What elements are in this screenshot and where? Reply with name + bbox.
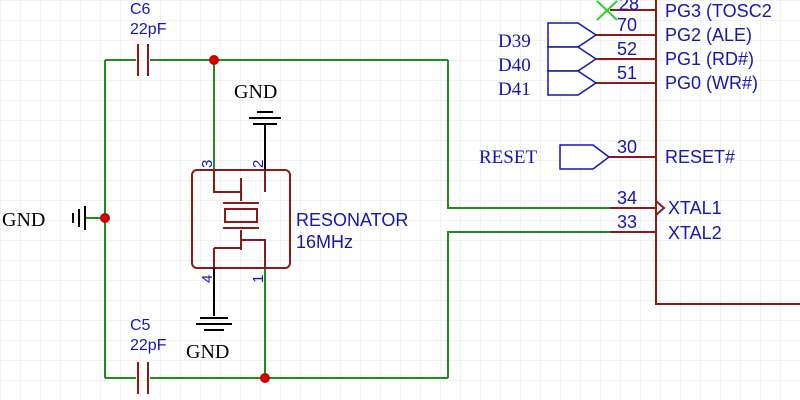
gnd-bottom-label: GND	[186, 341, 229, 363]
resonator-pin-3: 3	[199, 160, 216, 168]
resonator-pin-1: 1	[250, 275, 267, 283]
port-d40[interactable]: D40	[498, 46, 598, 76]
pin-number-28: 28	[619, 0, 639, 14]
pin-name-xtal2: XTAL2	[668, 223, 722, 243]
pin-number-51: 51	[617, 63, 637, 83]
port-d41-label: D41	[498, 79, 531, 100]
gnd-symbol-top[interactable]: GND	[234, 81, 281, 125]
clock-input-arrow	[655, 200, 666, 216]
pin-name-xtal1: XTAL1	[668, 198, 722, 218]
pin-name-pg0: PG0 (WR#)	[665, 73, 758, 93]
pin-name-pg2: PG2 (ALE)	[665, 25, 752, 45]
pin-number-70: 70	[617, 15, 637, 35]
capacitor-c6[interactable]: C6 22pF	[130, 1, 167, 76]
pin-name-reset: RESET#	[665, 147, 735, 167]
junction-dot	[209, 55, 219, 65]
port-reset[interactable]: RESET	[479, 144, 611, 170]
pin-name-pg3: PG3 (TOSC2	[665, 1, 772, 21]
port-d40-label: D40	[498, 55, 531, 76]
resonator-symbol[interactable]: 3 2 4 1 RESONATOR 16MHz	[191, 160, 408, 283]
xtal1-net-wire	[447, 60, 656, 209]
mcu-body[interactable]	[655, 0, 800, 305]
resonator-pin-2: 2	[250, 160, 267, 168]
c6-value: 22pF	[130, 21, 167, 38]
mcu-pin-numbers: 28 70 52 51 30 34 33	[617, 0, 639, 232]
wires	[85, 59, 656, 379]
mcu-body-outline	[655, 0, 800, 305]
gnd-symbol-left[interactable]: GND	[2, 206, 86, 231]
port-d39[interactable]: D39	[498, 22, 598, 52]
pin-number-52: 52	[617, 39, 637, 59]
c5-reference: C5	[130, 317, 151, 334]
c6-reference: C6	[130, 1, 151, 18]
pin-number-34: 34	[617, 188, 637, 208]
junction-dot	[260, 373, 270, 383]
mcu-pin-stubs	[596, 9, 656, 233]
gnd-symbol-bottom[interactable]: GND	[186, 317, 232, 363]
pin-number-30: 30	[617, 137, 637, 157]
resonator-pin-4: 4	[199, 275, 216, 283]
resonator-name: RESONATOR	[296, 210, 408, 230]
junction-dot	[100, 213, 110, 223]
junctions	[100, 55, 270, 383]
gnd-top-label: GND	[234, 81, 277, 103]
gnd-left-label: GND	[2, 209, 45, 231]
resonator-frequency: 16MHz	[296, 232, 353, 252]
no-connect-marker	[596, 0, 618, 21]
port-reset-label: RESET	[479, 147, 537, 168]
port-d41[interactable]: D41	[498, 70, 598, 100]
port-d39-label: D39	[498, 31, 531, 52]
c5-value: 22pF	[130, 337, 167, 354]
mcu-pin-names: PG3 (TOSC2 PG2 (ALE) PG1 (RD#) PG0 (WR#)…	[665, 1, 772, 243]
resonator-body	[191, 169, 291, 269]
pin-number-33: 33	[617, 212, 637, 232]
xtal2-net-wire	[447, 231, 656, 378]
pin-name-pg1: PG1 (RD#)	[665, 49, 754, 69]
capacitor-c5[interactable]: C5 22pF	[130, 317, 167, 394]
